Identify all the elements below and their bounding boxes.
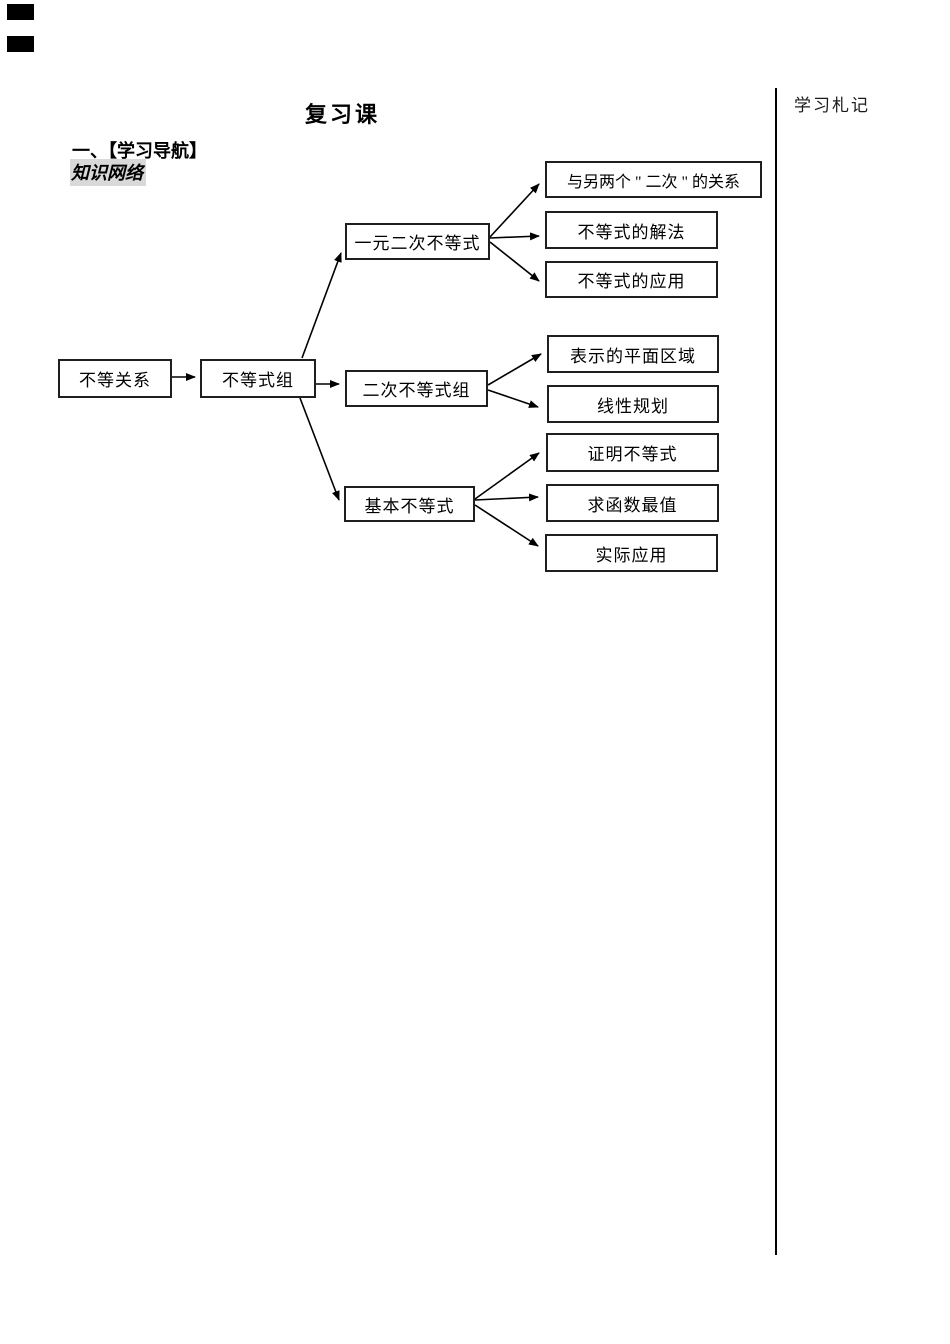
node-inequality-solving: 不等式的解法 [545, 211, 718, 249]
node-basic-inequality: 基本不等式 [344, 486, 475, 522]
connector-line [474, 493, 539, 502]
connector-line [489, 232, 540, 241]
node-function-extremum: 求函数最值 [546, 484, 719, 522]
page-title: 复习课 [305, 102, 381, 127]
node-practical-application: 实际应用 [545, 534, 718, 572]
connector-line [474, 504, 539, 547]
node-linear-programming: 线性规划 [547, 385, 719, 423]
node-inequality-group: 不等式组 [200, 359, 316, 398]
connector-line [474, 452, 540, 500]
connector-line [487, 389, 539, 408]
subsection-heading-knowledge-network: 知识网络 [70, 159, 146, 186]
connector-line [299, 397, 340, 501]
node-quadratic-inequality-system: 二次不等式组 [345, 370, 488, 407]
node-inequality-application: 不等式的应用 [545, 261, 718, 298]
connector-line [301, 252, 342, 359]
scan-mark-top [7, 4, 34, 20]
node-quadratic-inequality: 一元二次不等式 [345, 223, 490, 260]
connector-line [489, 241, 540, 282]
margin-note-label: 学习札记 [794, 96, 870, 115]
node-inequality-relation: 不等关系 [58, 359, 172, 398]
node-relation-with-two-quadratics: 与另两个 " 二次 " 的关系 [545, 161, 762, 198]
node-prove-inequality: 证明不等式 [546, 433, 719, 472]
node-plane-region: 表示的平面区域 [547, 335, 719, 373]
scan-mark-bottom [7, 36, 34, 52]
section-heading-learning-navigation: 一、【学习导航】 [72, 141, 207, 161]
connector-line [489, 183, 540, 238]
margin-divider-line [775, 88, 777, 1255]
connector-line [487, 353, 542, 386]
